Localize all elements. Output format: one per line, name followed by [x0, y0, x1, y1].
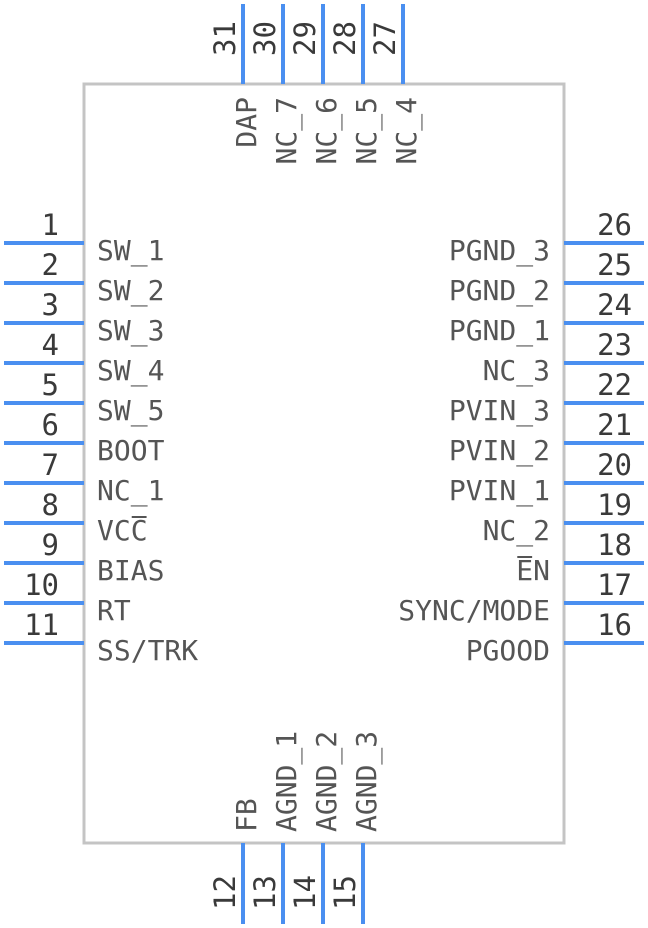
pin-3-name: SW_3	[97, 314, 164, 348]
pin-12-name: FB	[230, 798, 263, 832]
pin-25-number: 25	[597, 248, 632, 282]
pin-17-number: 17	[597, 568, 632, 602]
pin-9-number: 9	[42, 528, 59, 562]
pin-7-number: 7	[42, 448, 59, 482]
pin-27-name: NC_4	[390, 97, 424, 164]
pin-24-number: 24	[597, 288, 632, 322]
pin-8-name: VCC	[97, 514, 148, 547]
pin-3-number: 3	[42, 288, 59, 322]
pin-13-name: AGND_1	[270, 731, 304, 832]
pin-29-name: NC_6	[310, 97, 344, 164]
pin-22-name: PVIN_3	[449, 394, 550, 428]
pin-15-number: 15	[328, 875, 362, 910]
pin-8-number: 8	[42, 488, 59, 522]
pin-2-name: SW_2	[97, 274, 164, 308]
pin-23-number: 23	[597, 328, 632, 362]
pin-6-name: BOOT	[97, 434, 165, 467]
pin-9-name: BIAS	[97, 554, 164, 587]
pin-30-name: NC_7	[270, 97, 304, 164]
pin-28-number: 28	[328, 21, 362, 56]
pin-11-name: SS/TRK	[97, 634, 198, 667]
pin-16-name: PGOOD	[466, 634, 550, 667]
pin-4-name: SW_4	[97, 354, 164, 388]
pin-14-name: AGND_2	[310, 731, 344, 832]
pin-31-number: 31	[208, 21, 242, 56]
pin-19-name: NC_2	[483, 514, 550, 548]
pin-10-number: 10	[24, 568, 59, 602]
pin-10-name: RT	[97, 594, 131, 627]
pin-1-number: 1	[42, 208, 59, 242]
pin-1-name: SW_1	[97, 234, 164, 268]
pin-31-name: DAP	[230, 97, 263, 148]
pin-14-number: 14	[288, 875, 322, 910]
pin-23-name: NC_3	[483, 354, 550, 388]
pin-5-number: 5	[42, 368, 59, 402]
pin-28-name: NC_5	[350, 97, 384, 164]
pin-2-number: 2	[42, 248, 59, 282]
pin-22-number: 22	[597, 368, 632, 402]
pin-11-number: 11	[24, 608, 59, 642]
pin-21-name: PVIN_2	[449, 434, 550, 468]
pin-17-name: SYNC/MODE	[398, 594, 550, 627]
pin-15-name: AGND_3	[350, 731, 384, 832]
pin-27-number: 27	[368, 21, 402, 56]
pin-4-number: 4	[42, 328, 59, 362]
pin-24-name: PGND_1	[449, 314, 550, 348]
pin-21-number: 21	[597, 408, 632, 442]
pin-19-number: 19	[597, 488, 632, 522]
pin-16-number: 16	[597, 608, 632, 642]
pin-26-number: 26	[597, 208, 632, 242]
ic-body	[82, 82, 566, 845]
pin-18-number: 18	[597, 528, 632, 562]
pin-26-name: PGND_3	[449, 234, 550, 268]
pin-7-name: NC_1	[97, 474, 164, 508]
pin-30-number: 30	[248, 21, 282, 56]
pin-20-number: 20	[597, 448, 632, 482]
pin-29-number: 29	[288, 21, 322, 56]
pin-13-number: 13	[248, 875, 282, 910]
pin-20-name: PVIN_1	[449, 474, 550, 508]
pin-12-number: 12	[208, 875, 242, 910]
pin-18-name: EN	[516, 554, 550, 587]
pin-5-name: SW_5	[97, 394, 164, 428]
pin-25-name: PGND_2	[449, 274, 550, 308]
pin-6-number: 6	[42, 408, 59, 442]
